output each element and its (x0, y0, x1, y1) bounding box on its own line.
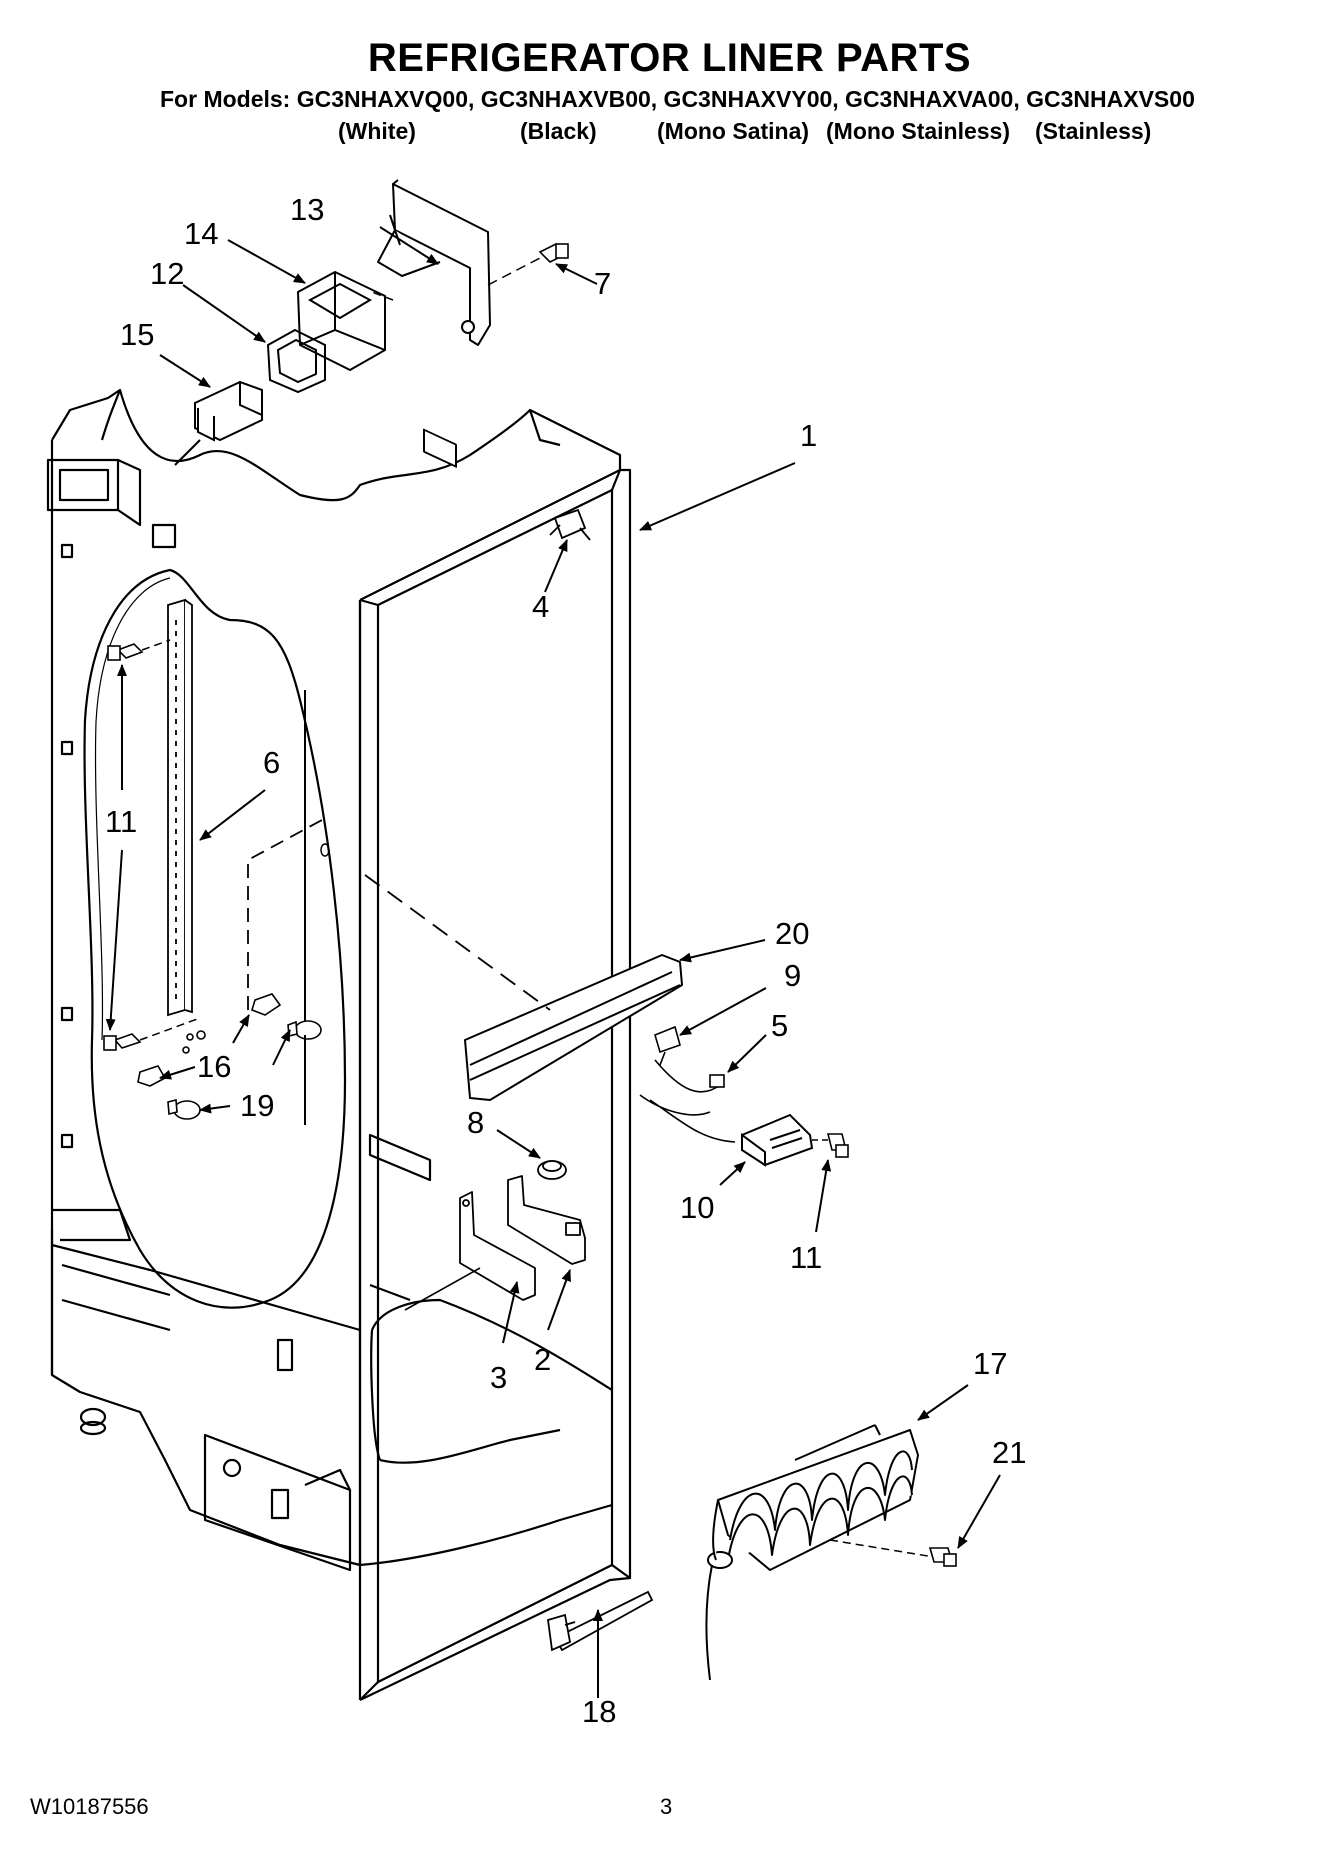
callout-21: 21 (992, 1435, 1026, 1470)
socket-lower (137, 1065, 167, 1087)
callout-4: 4 (532, 589, 549, 624)
bulb-upper (294, 1020, 322, 1040)
variant-mono-stainless: (Mono Stainless) (826, 118, 1011, 144)
callout-1: 1 (800, 418, 817, 453)
callout-8: 8 (467, 1105, 484, 1140)
cutaway-outline (83, 568, 347, 1309)
callout-18: 18 (582, 1694, 616, 1729)
control-10 (741, 1113, 814, 1167)
callout-12: 12 (150, 256, 184, 291)
air-channel (464, 954, 683, 1101)
callout-13: 13 (290, 192, 324, 227)
bracket-2 (507, 1175, 586, 1265)
callout-17: 17 (973, 1346, 1007, 1381)
harness-5 (639, 1059, 736, 1143)
callout-6: 6 (263, 745, 280, 780)
screw-upper (107, 643, 144, 661)
bracket-3 (459, 1191, 536, 1301)
callout-7: 7 (594, 266, 611, 301)
callout-14: 14 (184, 216, 218, 251)
plug-8 (537, 1160, 567, 1180)
heater-17 (705, 1424, 919, 1681)
leader-11-down (105, 849, 123, 1031)
clip-4 (549, 508, 591, 541)
page-number: 3 (660, 1794, 673, 1819)
callout-15: 15 (120, 317, 154, 352)
document-number: W10187556 (30, 1794, 149, 1819)
variant-mono-satina: (Mono Satina) (657, 118, 810, 144)
variant-white: (White) (338, 118, 416, 144)
callout-16: 16 (197, 1049, 231, 1084)
callout-5: 5 (771, 1008, 788, 1043)
bulb-lower (173, 1100, 201, 1120)
callout-10: 10 (680, 1190, 714, 1225)
variant-stainless: (Stainless) (1035, 118, 1152, 144)
socket-upper (251, 993, 282, 1016)
variant-black: (Black) (520, 118, 597, 144)
callout-9: 9 (784, 958, 801, 993)
callout-19: 19 (240, 1088, 274, 1123)
screw-21 (928, 1547, 957, 1567)
callout-20: 20 (775, 916, 809, 951)
screw-7 (538, 243, 569, 263)
light-socket (174, 380, 263, 466)
shelf-rail (167, 598, 193, 1017)
callout-11-left: 11 (105, 804, 137, 839)
models-line: For Models: GC3NHAXVQ00, GC3NHAXVB00, GC… (160, 86, 1195, 112)
page-title: REFRIGERATOR LINER PARTS (367, 36, 972, 80)
gasket (266, 328, 326, 394)
callout-3: 3 (490, 1360, 507, 1395)
callout-11-right: 11 (790, 1240, 822, 1275)
thermistor-9 (654, 1025, 681, 1066)
refrigerator-liner (46, 388, 632, 1701)
callout-2: 2 (534, 1342, 551, 1377)
light-housing (377, 179, 491, 468)
screw-11-right (826, 1133, 849, 1158)
lens (296, 270, 386, 372)
screw-lower (103, 1033, 142, 1051)
cable-tie-18 (547, 1590, 654, 1652)
